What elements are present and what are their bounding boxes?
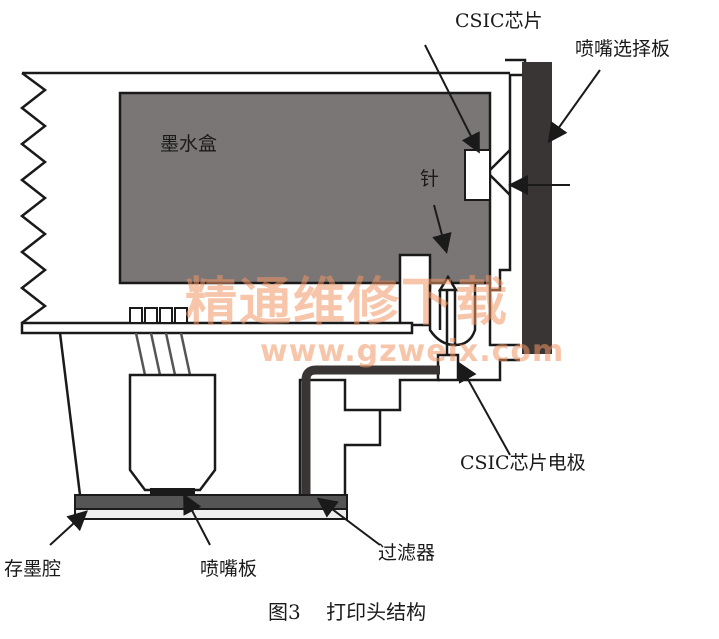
figure-title: 打印头结构 bbox=[326, 600, 427, 624]
nozzle-plate-base bbox=[74, 494, 348, 510]
label-csic-chip-electrode: CSIC芯片电极 bbox=[460, 452, 586, 474]
ink-cartridge bbox=[118, 91, 492, 285]
pointer-arrows bbox=[49, 44, 601, 546]
connector-fingers bbox=[129, 307, 188, 324]
bracket bbox=[490, 58, 527, 292]
watermark-url: www.gzweix.com bbox=[260, 334, 565, 369]
filter-pipe bbox=[301, 365, 440, 495]
chip-contact-lines bbox=[489, 149, 511, 196]
ink-chamber-wall bbox=[58, 332, 82, 496]
watermark-text: 精通维修下载 bbox=[185, 273, 510, 333]
connector-wires bbox=[134, 332, 192, 376]
figure-number: 图3 bbox=[268, 600, 301, 624]
shelf-plate bbox=[20, 321, 414, 335]
nozzle-tip bbox=[150, 488, 195, 496]
nozzle-select-board bbox=[522, 62, 552, 354]
nozzle-body bbox=[128, 373, 217, 492]
label-needle: 针 bbox=[420, 168, 440, 190]
needle-assembly bbox=[398, 253, 520, 382]
figure-caption: 图3 打印头结构 bbox=[268, 600, 426, 624]
label-nozzle-select-board: 喷嘴选择板 bbox=[575, 38, 671, 60]
label-csic-chip: CSIC芯片 bbox=[455, 10, 543, 32]
csic-chip bbox=[464, 149, 491, 201]
label-nozzle-plate: 喷嘴板 bbox=[200, 558, 258, 580]
label-ink-chamber: 存墨腔 bbox=[4, 558, 62, 580]
label-filter: 过滤器 bbox=[378, 542, 436, 564]
step-structure bbox=[298, 358, 520, 495]
label-ink-cartridge: 墨水盒 bbox=[160, 133, 218, 155]
bottom-strip bbox=[74, 508, 348, 520]
zigzag-edge bbox=[19, 71, 48, 325]
